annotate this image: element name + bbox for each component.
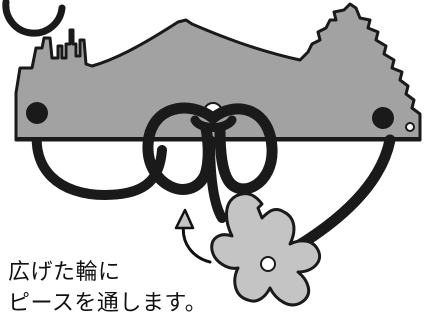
instruction-line-2: ピースを通します。 [8,291,208,316]
board-hole-left [26,102,48,124]
step-badge-icon [2,0,66,37]
cord-center-knot [190,115,237,132]
instruction-caption: 広げた輪に ピースを通します。 [8,257,207,319]
silhouette-board [14,2,422,142]
instruction-line-1: 広げた輪に [8,260,121,285]
sakura-piece [210,192,321,307]
cord-right-ring [207,103,278,195]
piece-hole [260,256,276,272]
board-hole-right [372,107,394,129]
curved-arrow-head [174,208,195,230]
board-hole-small [405,122,415,132]
cord-center-drop [205,135,227,223]
